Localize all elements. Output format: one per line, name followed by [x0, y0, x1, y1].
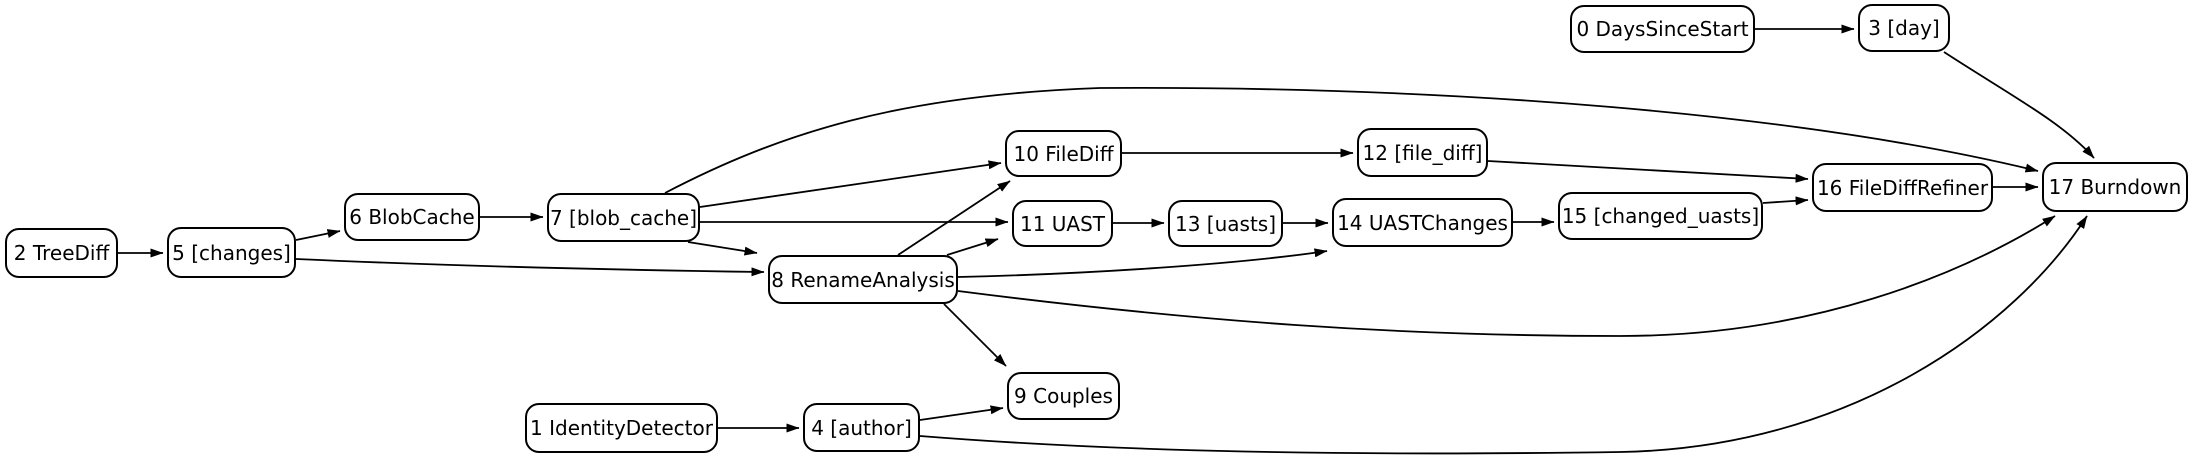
edge-4-17	[919, 215, 2088, 455]
node-6: 6 BlobCache	[344, 193, 480, 241]
edge-5-8	[295, 258, 765, 277]
node-5: 5 [changes]	[167, 227, 296, 278]
edge-8-17	[957, 215, 2056, 337]
edge-8-9	[943, 303, 1007, 367]
node-16: 16 FileDiffRefiner	[1812, 163, 1993, 212]
edge-12-16	[1487, 160, 1809, 183]
node-5-label: 5 [changes]	[172, 240, 291, 265]
node-14-label: 14 UASTChanges	[1337, 210, 1508, 235]
node-16-label: 16 FileDiffRefiner	[1816, 175, 1989, 200]
node-4: 4 [author]	[803, 403, 920, 452]
node-15-label: 15 [changed_uasts]	[1561, 204, 1760, 228]
node-4-label: 4 [author]	[811, 415, 912, 440]
node-10-label: 10 FileDiff	[1013, 141, 1114, 166]
edge-7-17	[664, 86, 2039, 194]
node-17: 17 Burndown	[2042, 162, 2188, 212]
node-12: 12 [file_diff]	[1357, 128, 1488, 177]
node-9-label: 9 Couples	[1014, 384, 1113, 408]
node-1: 1 IdentityDetector	[525, 403, 718, 453]
edge-8-11	[946, 238, 999, 256]
node-0: 0 DaysSinceStart	[1570, 5, 1755, 53]
node-6-label: 6 BlobCache	[349, 205, 475, 229]
node-11-label: 11 UAST	[1019, 211, 1106, 236]
node-9: 9 Couples	[1007, 372, 1120, 420]
edge-8-14	[957, 248, 1328, 278]
node-10: 10 FileDiff	[1005, 130, 1122, 177]
node-12-label: 12 [file_diff]	[1362, 140, 1483, 165]
edge-7-8	[687, 241, 758, 256]
node-3: 3 [day]	[1858, 4, 1950, 52]
node-7-label: 7 [blob_cache]	[549, 205, 698, 230]
node-2: 2 TreeDiff	[5, 228, 118, 278]
node-15: 15 [changed_uasts]	[1558, 192, 1763, 240]
node-3-label: 3 [day]	[1868, 16, 1940, 40]
node-7: 7 [blob_cache]	[547, 193, 700, 242]
node-14: 14 UASTChanges	[1332, 198, 1513, 247]
edge-7-10	[699, 160, 1002, 208]
node-11: 11 UAST	[1012, 200, 1113, 247]
edge-15-16	[1762, 196, 1809, 206]
edge-8-10	[897, 180, 1011, 256]
node-1-label: 1 IdentityDetector	[530, 416, 713, 440]
edge-4-9	[919, 405, 1004, 421]
node-8: 8 RenameAnalysis	[768, 255, 958, 304]
edge-3-17	[1943, 51, 2095, 159]
node-2-label: 2 TreeDiff	[13, 241, 110, 265]
node-8-label: 8 RenameAnalysis	[771, 267, 955, 292]
node-13-label: 13 [uasts]	[1174, 211, 1277, 236]
node-13: 13 [uasts]	[1168, 200, 1283, 247]
edge-5-6	[295, 229, 341, 241]
node-0-label: 0 DaysSinceStart	[1576, 17, 1749, 41]
node-17-label: 17 Burndown	[2048, 175, 2182, 199]
